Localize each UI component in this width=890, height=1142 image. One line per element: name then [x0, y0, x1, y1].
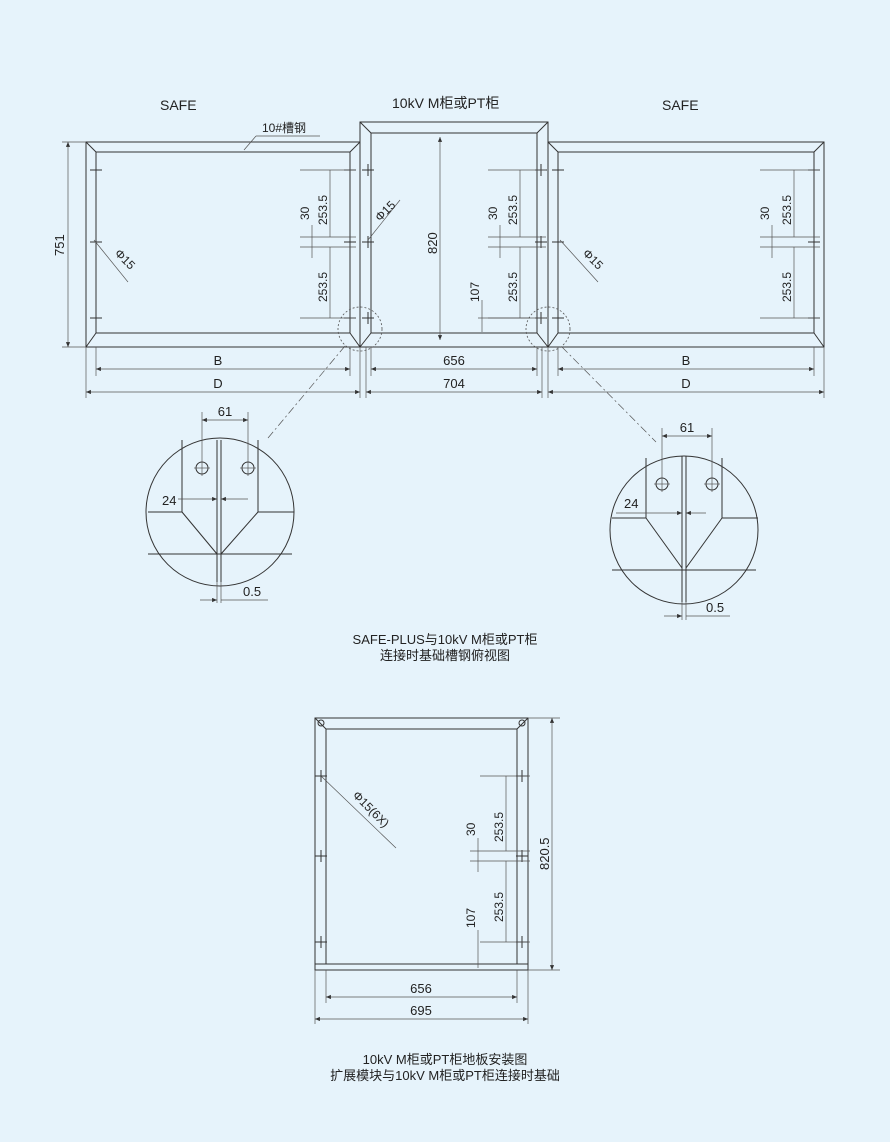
- dim-floor-107: 107: [464, 908, 478, 928]
- hole-middle: Φ15: [372, 198, 398, 224]
- dim-right-253-lower: 253.5: [780, 272, 794, 302]
- hole-right: Φ15: [580, 246, 606, 272]
- detail-marker-left: [337, 306, 383, 352]
- bottom-caption-line1: 10kV M柜或PT柜地板安装图: [362, 1052, 528, 1067]
- dim-820: 820: [425, 232, 440, 254]
- dim-left-30: 30: [298, 206, 312, 220]
- left-safe-title: SAFE: [160, 97, 197, 113]
- dim-704: 704: [443, 376, 465, 391]
- dim-656-top: 656: [443, 353, 465, 368]
- bottom-caption: 10kV M柜或PT柜地板安装图 扩展模块与10kV M柜或PT柜连接时基础: [0, 1052, 890, 1084]
- dim-right-253-upper: 253.5: [780, 195, 794, 225]
- top-caption: SAFE-PLUS与10kV M柜或PT柜 连接时基础槽钢俯视图: [0, 632, 890, 664]
- top-caption-line1: SAFE-PLUS与10kV M柜或PT柜: [352, 632, 538, 647]
- dim-floor-253-lower: 253.5: [492, 892, 506, 922]
- dim-820-5: 820.5: [537, 837, 552, 870]
- dim-left-253-upper: 253.5: [316, 195, 330, 225]
- top-width-dims: [85, 347, 825, 398]
- dim-695: 695: [410, 1003, 432, 1018]
- dim-mid-107: 107: [468, 282, 482, 302]
- hole-left: Φ15: [112, 246, 138, 272]
- detail-marker-right: [525, 306, 571, 352]
- dim-751: 751: [52, 234, 67, 256]
- detail-right-24: 24: [624, 496, 638, 511]
- middle-pt-title: 10kV M柜或PT柜: [392, 95, 499, 111]
- right-safe-frame: [547, 141, 825, 348]
- bottom-caption-line2: 扩展模块与10kV M柜或PT柜连接时基础: [330, 1068, 560, 1083]
- right-safe-title: SAFE: [662, 97, 699, 113]
- dim-d-right: D: [681, 376, 690, 391]
- left-detail-view: [145, 412, 295, 603]
- dim-b-right: B: [682, 353, 691, 368]
- right-detail-view: [609, 428, 759, 620]
- detail-right-0-5: 0.5: [706, 600, 724, 615]
- floor-plan: [314, 717, 560, 1024]
- dim-left-253-lower: 253.5: [316, 272, 330, 302]
- dim-b-left: B: [214, 353, 223, 368]
- dim-mid-253-upper: 253.5: [506, 195, 520, 225]
- dim-mid-253-lower: 253.5: [506, 272, 520, 302]
- detail-left-24: 24: [162, 493, 176, 508]
- top-caption-line2: 连接时基础槽钢俯视图: [379, 648, 510, 663]
- detail-right-61: 61: [680, 420, 694, 435]
- detail-left-0-5: 0.5: [243, 584, 261, 599]
- dim-floor-253-upper: 253.5: [492, 812, 506, 842]
- dim-d-left: D: [213, 376, 222, 391]
- left-safe-frame: [85, 141, 361, 348]
- detail-left-61: 61: [218, 404, 232, 419]
- dim-right-30: 30: [758, 206, 772, 220]
- dim-floor-30: 30: [464, 822, 478, 836]
- dim-656-floor: 656: [410, 981, 432, 996]
- channel-steel-label: 10#槽钢: [262, 121, 306, 135]
- dim-mid-30: 30: [486, 206, 500, 220]
- middle-pt-frame: [359, 121, 549, 348]
